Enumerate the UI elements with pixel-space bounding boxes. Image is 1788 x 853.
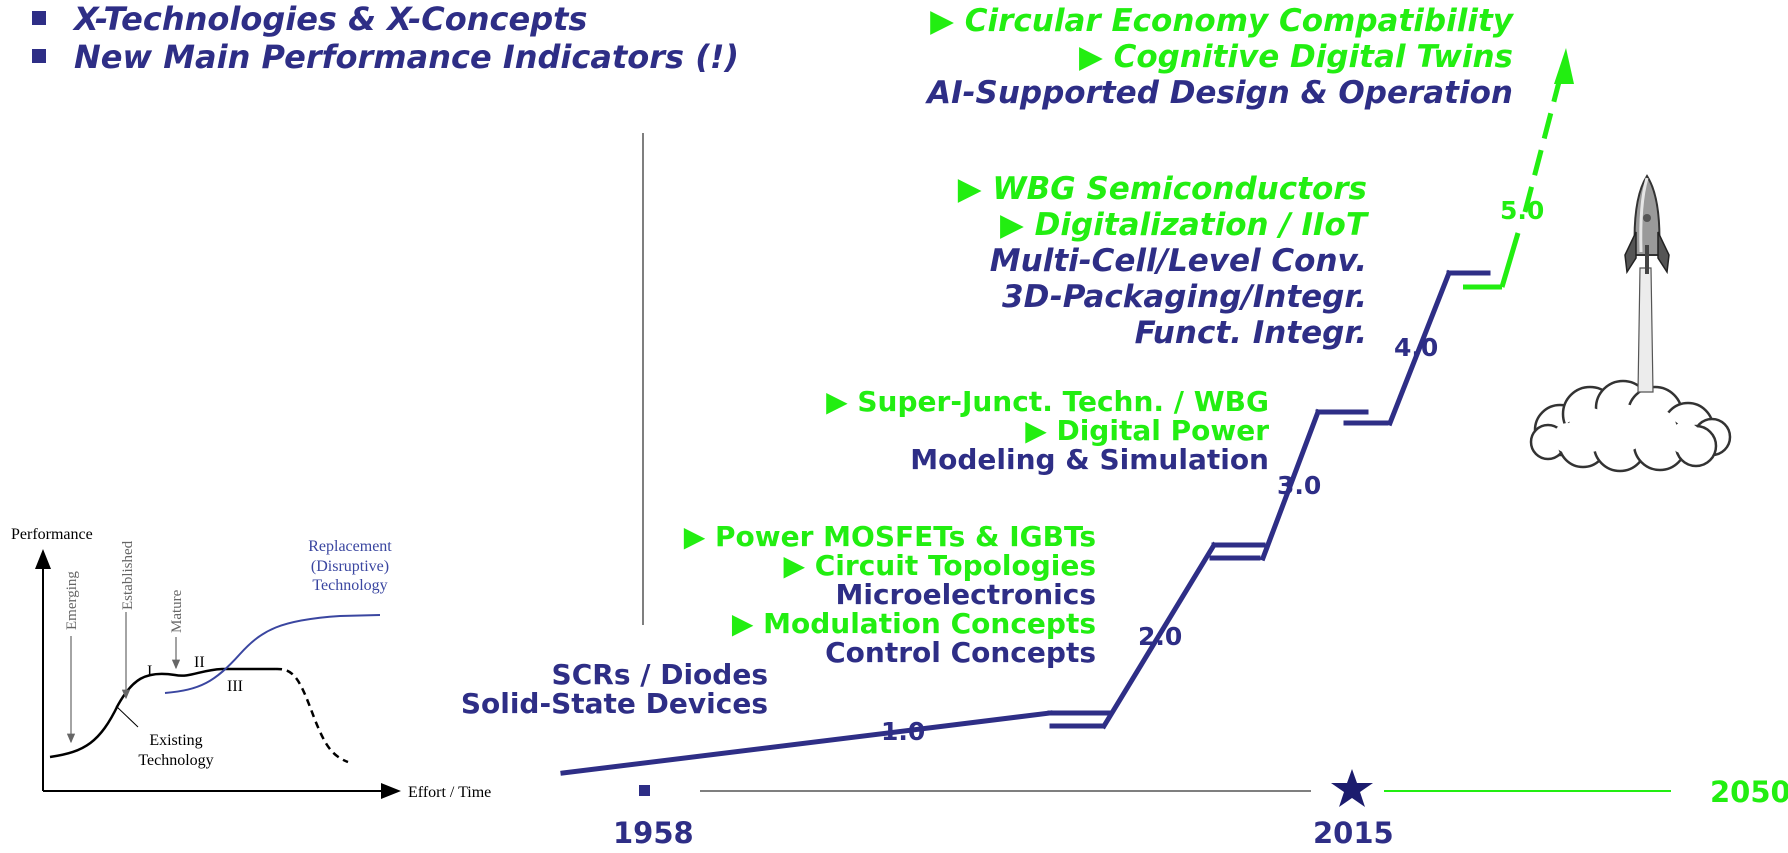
phase-established-label: Established: [120, 540, 136, 610]
bullet-square-icon: [32, 11, 46, 25]
stage2-green-3: ▶ Modulation Concepts: [731, 607, 1096, 640]
step-2-rise: [1100, 541, 1218, 730]
bullet-square-icon: [639, 785, 650, 796]
stage3-navy: Modeling & Simulation: [910, 443, 1269, 476]
stage3-green-1: ▶ Super-Junct. Techn. / WBG: [826, 385, 1269, 418]
scurve-inset: Performance Effort / Time Emerging Estab…: [11, 526, 491, 801]
staircase-path: [560, 269, 1491, 776]
stage5-navy: AI-Supported Design & Operation: [927, 75, 1513, 111]
roman-label-1: I: [147, 663, 152, 680]
header-line-1: X-Technologies & X-Concepts: [32, 0, 587, 38]
header-line-2: New Main Performance Indicators (!): [32, 38, 739, 76]
replacement-label-2: (Disruptive): [311, 558, 389, 575]
version-label-2: 2.0: [1138, 622, 1183, 651]
step-4-rise: [1386, 269, 1453, 427]
version-label-5: 5.0: [1500, 196, 1545, 225]
existing-label-1: Existing: [149, 732, 202, 749]
stage4-green-1: ▶ WBG Semiconductors: [957, 171, 1367, 207]
rocket-icon: [1529, 174, 1732, 473]
stage2-navy-2: Control Concepts: [825, 636, 1096, 669]
existing-label-2: Technology: [138, 752, 213, 769]
step-3-rise: [1259, 408, 1322, 562]
replacement-label-1: Replacement: [308, 538, 392, 555]
phase-emerging-label: Emerging: [64, 571, 80, 630]
step-1-segment: [560, 710, 1053, 776]
phase-mature-label: Mature: [169, 589, 185, 633]
header-text-1: X-Technologies & X-Concepts: [74, 0, 588, 38]
stage4-navy-1: Multi-Cell/Level Conv.: [989, 243, 1367, 279]
version-label-3: 3.0: [1277, 471, 1322, 500]
scurve-xlabel: Effort / Time: [408, 784, 491, 801]
stage2-green-1: ▶ Power MOSFETs & IGBTs: [683, 520, 1096, 553]
existing-technology-decline: [274, 667, 349, 764]
replacement-technology-curve: [164, 614, 381, 694]
stage3-green-2: ▶ Digital Power: [1025, 414, 1269, 447]
stage2-green-2: ▶ Circuit Topologies: [783, 549, 1096, 582]
version-label-4: 4.0: [1394, 333, 1439, 362]
stage4-navy-2: 3D-Packaging/Integr.: [1002, 279, 1367, 315]
future-step: [1463, 48, 1574, 290]
header-text-2: New Main Performance Indicators (!): [74, 38, 740, 76]
stage5-green-1: ▶ Circular Economy Compatibility: [930, 3, 1513, 39]
existing-technology-curve: [49, 667, 275, 759]
year-2050: 2050: [1710, 775, 1788, 809]
stage2-navy-1: Microelectronics: [835, 578, 1096, 611]
replacement-label-3: Technology: [312, 577, 387, 594]
stage1-line-2: Solid-State Devices: [460, 687, 768, 720]
roman-label-3: III: [227, 678, 243, 695]
year-2015: 2015: [1313, 816, 1394, 850]
stage4-navy-3: Funct. Integr.: [1134, 315, 1367, 351]
bullet-square-icon: [32, 49, 46, 63]
roman-label-2: II: [194, 654, 205, 671]
stage4-green-2: ▶ Digitalization / IIoT: [1000, 207, 1367, 243]
scurve-ylabel: Performance: [11, 526, 93, 543]
star-icon: [1331, 769, 1373, 807]
version-label-1: 1.0: [881, 717, 926, 746]
stage5-green-2: ▶ Cognitive Digital Twins: [1078, 39, 1513, 75]
future-arrow-head: [1554, 48, 1574, 84]
stage1-line-1: SCRs / Diodes: [551, 658, 768, 691]
year-1958: 1958: [613, 816, 694, 850]
existing-leader-line: [115, 705, 139, 728]
